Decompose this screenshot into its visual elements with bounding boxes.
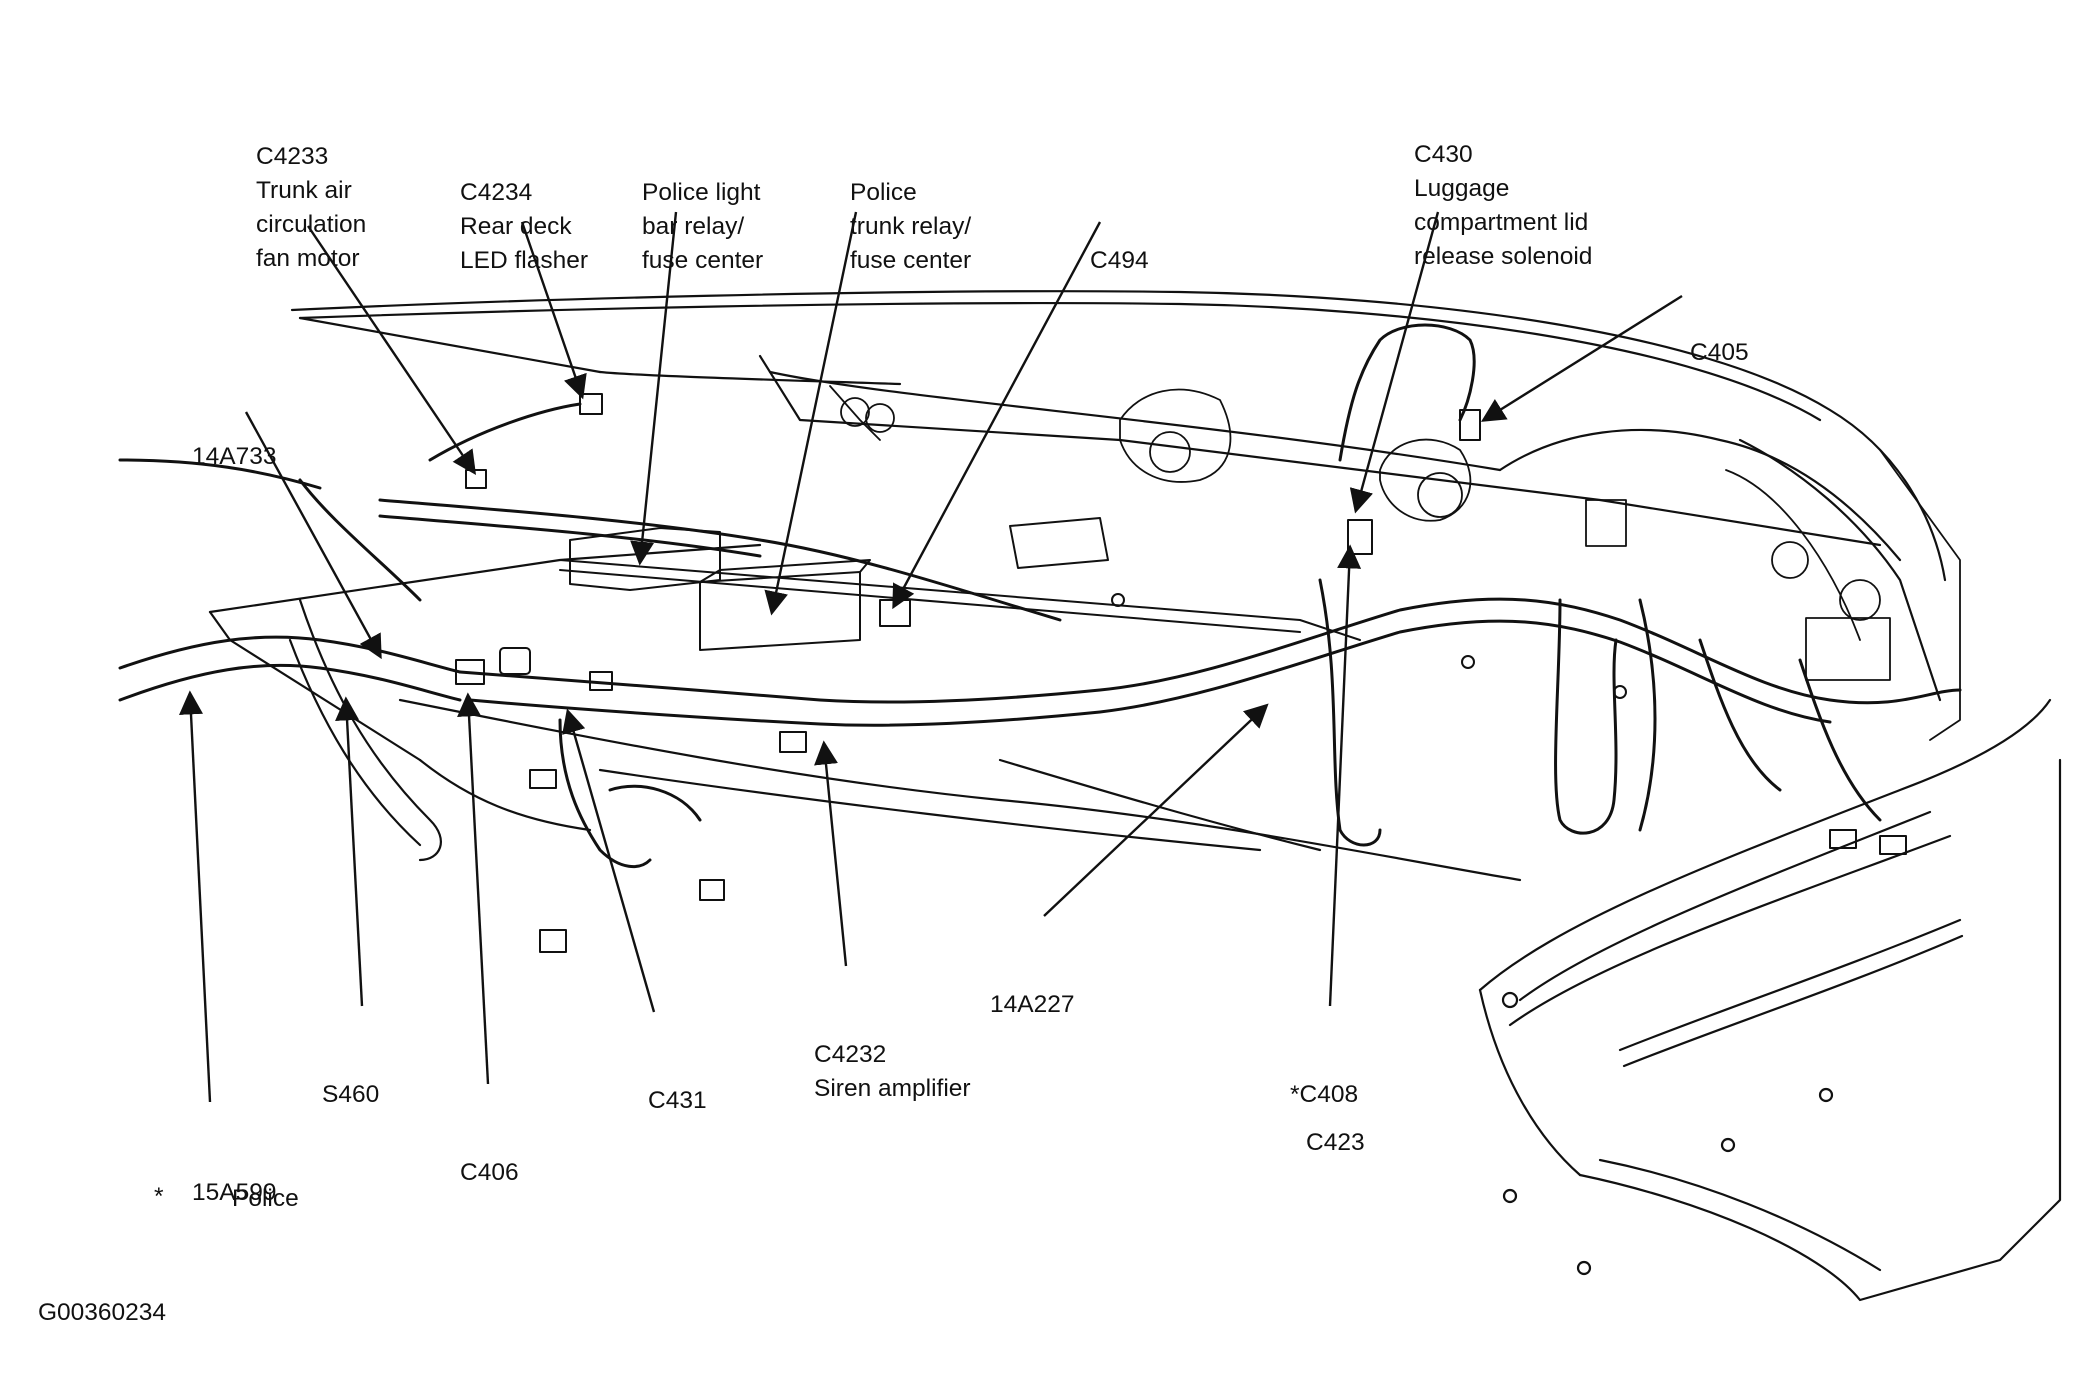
leader-arrow-c4233	[307, 225, 477, 475]
leader-arrow-c4232	[814, 740, 848, 967]
callout-14a227: 14A227	[990, 991, 1075, 1018]
leader-arrow-14a227	[1043, 703, 1269, 917]
callout-c405: C405	[1690, 339, 1749, 366]
rear-bumper-fascia	[1478, 698, 2062, 1302]
leader-arrow-s460	[335, 696, 364, 1007]
callout-s460: S460	[322, 1081, 380, 1108]
leader-arrow-c431	[562, 708, 656, 1013]
trunk-interior-detail	[829, 385, 1961, 741]
callout-c431: C431	[648, 1087, 707, 1114]
leader-arrow-police_light_bar	[630, 211, 678, 566]
leader-arrow-c405	[1480, 294, 1683, 422]
leader-arrow-c430	[1349, 211, 1440, 514]
callout-c406: C406	[460, 1159, 519, 1186]
relay-fuse-centers	[559, 517, 1627, 699]
leader-arrow-14a733	[244, 411, 382, 660]
footnote-marker: *	[154, 1183, 164, 1210]
callout-15a599: 15A599	[192, 1179, 277, 1206]
leader-arrow-c4234	[520, 221, 587, 400]
trunk-body-outline	[208, 290, 1947, 882]
connectors	[455, 393, 1907, 953]
footnote-text: Police	[232, 1185, 299, 1212]
leader-arrow-c408	[1328, 544, 1362, 1007]
callout-14a733: 14A733	[192, 443, 277, 470]
callout-leader-arrows	[179, 211, 1683, 1103]
callout-c408: *C408	[1290, 1081, 1359, 1108]
wiring-harness-main	[118, 323, 1962, 869]
callout-c494: C494	[1090, 247, 1149, 274]
leader-arrow-c406	[457, 692, 490, 1085]
leader-arrow-15a599	[179, 690, 212, 1103]
callout-c423: C423	[1306, 1129, 1365, 1156]
leader-arrow-c494	[892, 221, 1102, 610]
leader-arrow-police_trunk	[764, 211, 858, 616]
figure-id: G00360234	[38, 1299, 167, 1326]
